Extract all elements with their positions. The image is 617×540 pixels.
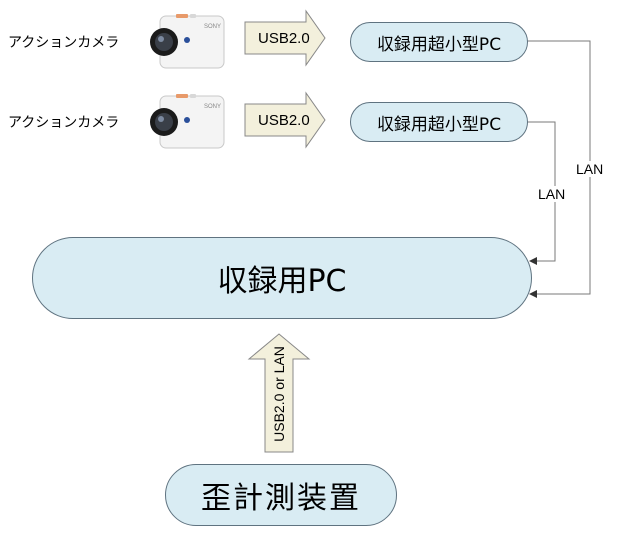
- camera-label-1: アクションカメラ: [8, 35, 120, 51]
- usb-label-2: USB2.0: [258, 112, 310, 129]
- usb-arrow-1: [244, 9, 326, 67]
- mini-pc-label-1: 収録用超小型PC: [376, 34, 502, 55]
- lan-label-outer: LAN: [576, 161, 604, 177]
- usb-label-1: USB2.0: [258, 30, 310, 47]
- usb-arrow-2: [244, 91, 326, 149]
- mini-pc-label-2: 収録用超小型PC: [376, 114, 502, 135]
- action-camera-icon-1: SONY: [150, 14, 225, 69]
- upward-arrow: [247, 333, 311, 453]
- action-camera-icon-2: SONY: [150, 94, 225, 149]
- camera-brand-2: SONY: [204, 104, 221, 110]
- mini-pc-node-2: 収録用超小型PC: [350, 102, 528, 142]
- main-pc-node: 収録用PC: [32, 237, 532, 319]
- strain-link-label: USB2.0 or LAN: [271, 346, 287, 442]
- main-pc-label: 収録用PC: [217, 264, 347, 299]
- mini-pc-node-1: 収録用超小型PC: [350, 22, 528, 62]
- camera-brand-1: SONY: [204, 24, 221, 30]
- lan-label-inner: LAN: [538, 186, 566, 202]
- strain-device-label: 歪計測装置: [201, 481, 361, 516]
- camera-label-2: アクションカメラ: [8, 115, 120, 131]
- strain-device-node: 歪計測装置: [165, 464, 397, 526]
